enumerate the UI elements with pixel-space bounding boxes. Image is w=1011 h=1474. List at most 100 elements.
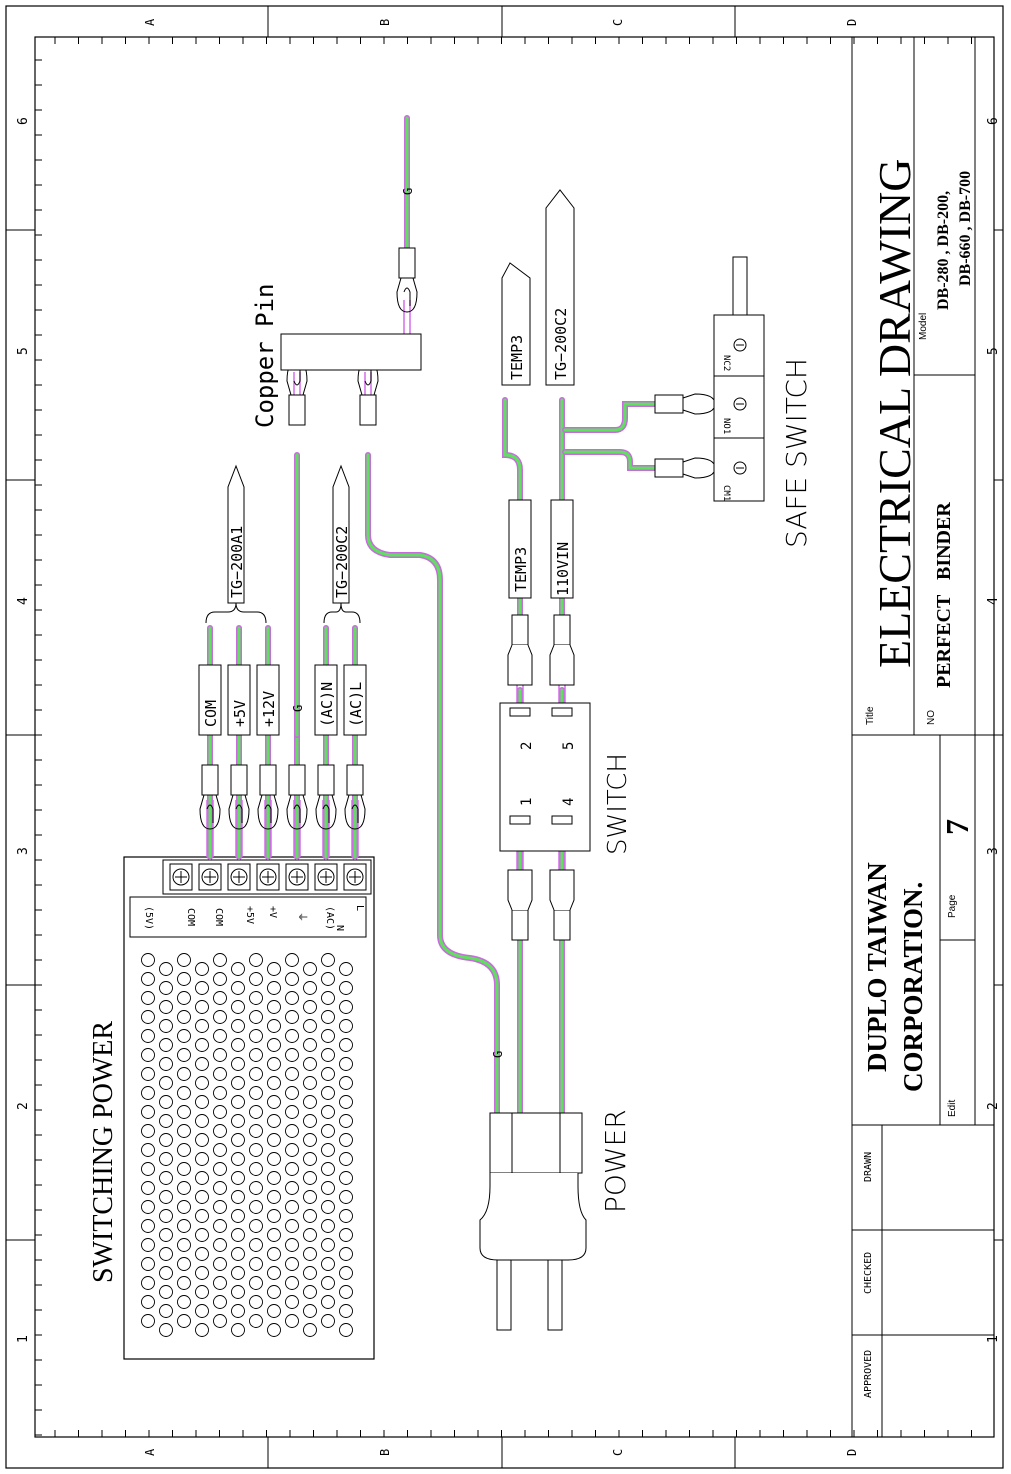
- safe-switch-pin-label: CM1: [721, 485, 731, 501]
- vent-hole: [213, 1162, 227, 1176]
- zone-row-right-2: 2: [986, 1102, 1001, 1110]
- vent-hole: [339, 1038, 353, 1052]
- switch-out-connector-body: [549, 644, 575, 686]
- temp3-wire: [503, 398, 522, 502]
- vent-hole: [249, 1295, 263, 1309]
- switch-in-connector-body: [507, 869, 533, 911]
- tg-200c2-upper-tag: [545, 189, 575, 386]
- terminal-screw-icon: [317, 868, 335, 886]
- vent-hole: [195, 1209, 209, 1223]
- vent-hole: [195, 1152, 209, 1166]
- vent-hole: [177, 1143, 191, 1157]
- vent-hole: [249, 972, 263, 986]
- vent-hole: [141, 1295, 155, 1309]
- switch-pin-label: 5: [561, 742, 577, 750]
- terminal-label-text: +12V: [260, 691, 278, 727]
- tg-200a1-label: TG−200A1: [228, 526, 246, 598]
- face-label: (5V): [143, 906, 154, 930]
- safe-switch-connector-fork: [682, 457, 716, 479]
- vent-hole: [195, 1323, 209, 1337]
- no-caption: NO: [926, 710, 937, 725]
- vent-hole: [249, 991, 263, 1005]
- vent-hole: [141, 1314, 155, 1328]
- zone-col-top-c: C: [611, 19, 625, 26]
- vent-hole: [303, 1171, 317, 1185]
- temp3-arrow-label: TEMP3: [508, 335, 526, 380]
- vent-hole: [321, 1200, 335, 1214]
- vent-hole: [303, 1057, 317, 1071]
- zone-row-left-1: 1: [16, 1335, 31, 1343]
- vent-hole: [177, 1181, 191, 1195]
- vent-hole: [141, 1105, 155, 1119]
- vent-hole: [285, 1181, 299, 1195]
- vin-box-label: 110VIN: [554, 542, 572, 596]
- vent-hole: [303, 1190, 317, 1204]
- vent-hole: [249, 1143, 263, 1157]
- vent-hole: [195, 1228, 209, 1242]
- power-terminal-connector-sleeve: [259, 764, 277, 796]
- vin-box: [550, 499, 574, 599]
- vent-hole: [159, 981, 173, 995]
- vent-hole: [177, 1238, 191, 1252]
- safe-switch-connector-sleeve: [654, 458, 684, 478]
- safe-cm-wire-outline: [562, 449, 658, 471]
- face-label: COM: [213, 908, 224, 926]
- switch-out-connector-body: [507, 644, 533, 686]
- inner-frame: [34, 36, 995, 1438]
- vent-hole: [339, 1266, 353, 1280]
- vent-hole: [285, 1086, 299, 1100]
- vent-hole: [249, 1029, 263, 1043]
- vent-hole: [285, 1219, 299, 1233]
- vent-hole: [339, 1133, 353, 1147]
- vent-hole: [213, 1238, 227, 1252]
- power-terminal-connector-sleeve: [346, 764, 364, 796]
- zone-col-top-b: B: [378, 19, 392, 26]
- vent-hole: [141, 1257, 155, 1271]
- vent-hole: [231, 962, 245, 976]
- vent-hole: [285, 1200, 299, 1214]
- vent-hole: [177, 1105, 191, 1119]
- vent-hole: [303, 1019, 317, 1033]
- vent-hole: [339, 1304, 353, 1318]
- temp3-box-label: TEMP3: [512, 547, 530, 592]
- vent-hole: [321, 1219, 335, 1233]
- vent-hole: [177, 1029, 191, 1043]
- vent-hole: [159, 1095, 173, 1109]
- zone-col-bottom-b: B: [378, 1449, 392, 1456]
- vent-hole: [141, 1010, 155, 1024]
- safe-switch-pin-label: NO1: [721, 418, 731, 434]
- ground-tag-upper: G: [401, 188, 415, 195]
- vent-hole: [339, 1019, 353, 1033]
- power-terminal-connector-fork: [344, 794, 366, 830]
- vent-hole: [231, 1038, 245, 1052]
- vent-hole: [231, 981, 245, 995]
- zone-row-right-4: 4: [986, 597, 1001, 605]
- vent-hole: [213, 1067, 227, 1081]
- vent-hole: [195, 1076, 209, 1090]
- vent-hole: [159, 1247, 173, 1261]
- vent-hole: [303, 1095, 317, 1109]
- vent-hole: [231, 1114, 245, 1128]
- zone-row-right-3: 3: [986, 847, 1001, 855]
- vent-hole: [231, 1247, 245, 1261]
- vent-hole: [339, 1285, 353, 1299]
- vent-hole: [339, 1228, 353, 1242]
- vent-hole: [339, 1190, 353, 1204]
- approved-caption: APPROVED: [863, 1350, 874, 1398]
- vent-hole: [303, 1266, 317, 1280]
- vent-hole: [231, 1304, 245, 1318]
- vent-hole: [177, 972, 191, 986]
- temp3-wire-outline: [502, 397, 523, 503]
- vent-hole: [159, 1057, 173, 1071]
- zone-col-bottom-c: C: [611, 1449, 625, 1456]
- vent-hole: [159, 1266, 173, 1280]
- vent-hole: [267, 1076, 281, 1090]
- vent-hole: [177, 1200, 191, 1214]
- vent-hole: [213, 972, 227, 986]
- vent-hole: [141, 1029, 155, 1043]
- vent-hole: [321, 1181, 335, 1195]
- vent-hole: [339, 1209, 353, 1223]
